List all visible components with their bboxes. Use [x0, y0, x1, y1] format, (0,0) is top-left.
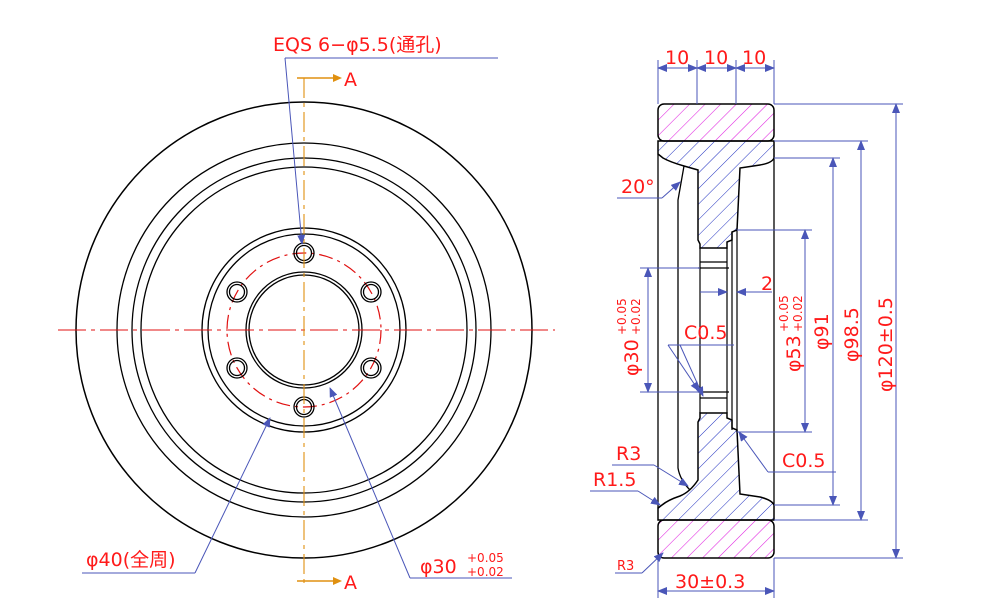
bolt-hole [362, 283, 380, 301]
radius-r3-label: R3 [616, 443, 641, 465]
bolt-hole [360, 281, 382, 303]
bore-label-30-tol-lower: +0.02 [467, 565, 504, 579]
section-view: 10 10 10 20° φ30 +0.05 +0.02 C0.5 2 φ [590, 47, 903, 598]
bolt-hole [228, 359, 246, 377]
step-depth-label: 2 [761, 273, 773, 295]
hole-callout-text: EQS 6−φ5.5(通孔) [273, 34, 442, 56]
bore-label-40-text: φ40(全周) [86, 549, 176, 571]
bolt-hole [360, 357, 382, 379]
bore-label-30-tol-upper: +0.05 [467, 551, 504, 565]
shoulder-dim-text: φ53 [783, 335, 805, 372]
radius-r3-bottom-label: R3 [617, 559, 634, 574]
bolt-hole [226, 357, 248, 379]
front-view: A A EQS 6−φ5.5(通孔) φ40(全周) φ30 +0.05 +0.… [58, 34, 555, 594]
bore-dim-30-tol-lower: +0.02 [629, 298, 643, 335]
hub-section-top [657, 140, 775, 249]
bore-dim-30 [640, 267, 700, 393]
dia-91-text: φ91 [811, 313, 833, 350]
bore-region [698, 230, 738, 432]
width-dims-top [657, 60, 775, 104]
bore-dim-30-tol-upper: +0.05 [615, 298, 629, 335]
section-marker-top: A [297, 69, 357, 91]
total-width-text: 30±0.3 [675, 571, 745, 593]
width-dim-a: 10 [665, 47, 689, 69]
dia-120-text: φ120±0.5 [875, 297, 897, 392]
angle-label: 20° [621, 176, 655, 198]
section-label-top: A [344, 69, 357, 91]
hub-section-bottom [657, 412, 775, 521]
chamfer-outer-label: C0.5 [782, 450, 825, 472]
bolt-hole [226, 281, 248, 303]
bore-label-30: φ30 +0.05 +0.02 [329, 387, 512, 579]
chamfer-inner-label: C0.5 [684, 322, 727, 344]
radius-r1-5-label: R1.5 [593, 469, 636, 491]
bolt-hole [362, 359, 380, 377]
tread-top [657, 103, 775, 142]
dia-98-5-text: φ98.5 [841, 307, 863, 362]
width-dim-c: 10 [742, 47, 766, 69]
shoulder-dim-tol-upper: +0.05 [777, 295, 791, 332]
bolt-hole [228, 283, 246, 301]
bore-label-30-text: φ30 [420, 556, 457, 578]
shoulder-dim-tol-lower: +0.02 [791, 295, 805, 332]
section-marker-bottom: A [297, 572, 357, 594]
hole-callout: EQS 6−φ5.5(通孔) [273, 34, 498, 245]
width-dim-b: 10 [704, 47, 728, 69]
bore-label-40: φ40(全周) [82, 417, 271, 574]
bore-dim-30-text: φ30 [621, 339, 643, 376]
tread-bottom [657, 519, 775, 559]
section-label-bottom: A [344, 572, 357, 594]
